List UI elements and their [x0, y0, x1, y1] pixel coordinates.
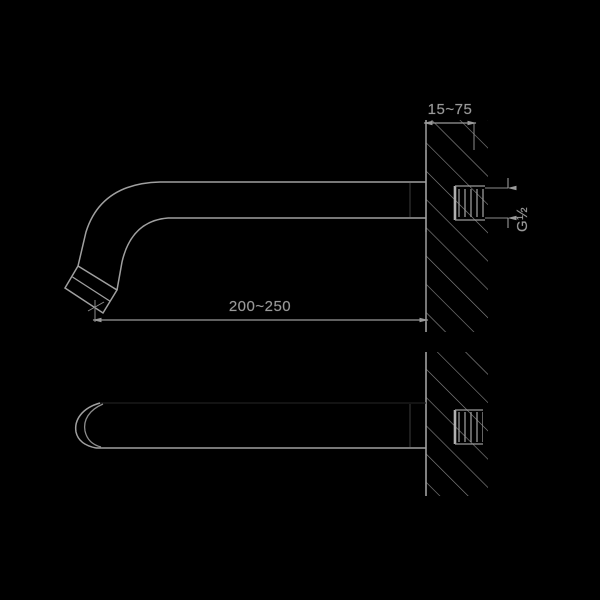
thread-hatch-fill-upper	[455, 189, 485, 217]
wall-thickness-dim-label: 15~75	[428, 101, 473, 118]
spout-inner-curve	[116, 217, 169, 291]
threaded-nipple-lower	[453, 409, 483, 445]
threaded-nipple-upper	[453, 185, 485, 221]
thread-size-label: G½	[514, 207, 531, 232]
projection-dim-label: 200~250	[229, 298, 291, 315]
spout-nose-outer-arc	[74, 402, 101, 449]
spout-arm-upper	[160, 181, 426, 219]
spout-projection-dimension: 200~250	[87, 232, 429, 323]
spout-elbow-curve-upper	[77, 181, 169, 291]
upper-side-elevation-view: G½ 15~75 200~250	[63, 101, 531, 332]
spout-outer-curve	[77, 181, 161, 267]
thread-callout-leaders	[485, 178, 517, 228]
spout-nose-arcs-lower	[74, 402, 104, 449]
wall-thickness-dimension: 15~75	[423, 101, 477, 150]
spout-arm-lower	[96, 402, 426, 449]
spout-nose-inner-arc	[83, 403, 104, 448]
lower-plan-view	[74, 352, 488, 496]
spout-outlet-nozzle	[63, 264, 119, 315]
outlet-nozzle-rim-line	[72, 276, 111, 303]
thread-hatch-fill-lower	[455, 412, 483, 442]
wall-hatch-fill-upper	[426, 120, 488, 332]
wall-section-upper	[425, 120, 488, 332]
projection-leader-left	[87, 301, 105, 312]
outlet-nozzle-body	[63, 264, 119, 315]
